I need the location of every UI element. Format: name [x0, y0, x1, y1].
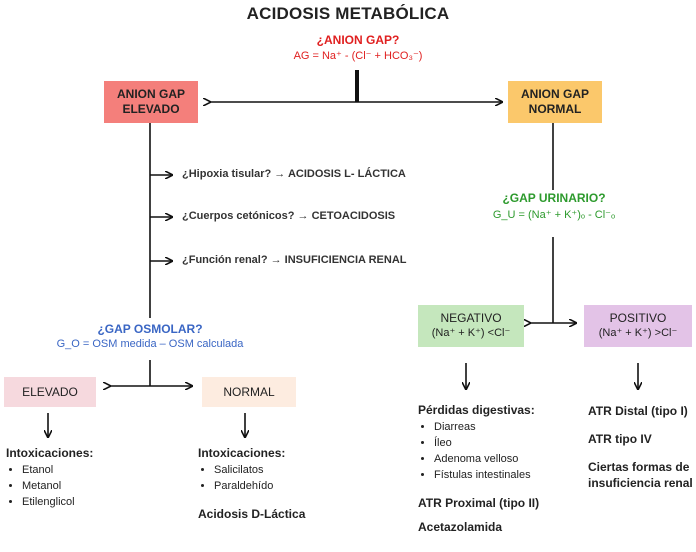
atr-distal: ATR Distal (tipo I) [588, 404, 688, 418]
question-cuerpos-cetonicos: ¿Cuerpos cetónicos? → CETOACIDOSIS [182, 210, 396, 222]
box-positivo: POSITIVO (Na⁺ + K⁺) >Cl⁻ [584, 305, 692, 347]
positivo-results: ATR Distal (tipo I) ATR tipo IV Ciertas … [588, 403, 694, 491]
intox-elevado-title: Intoxicaciones: [6, 446, 94, 460]
gap-osmolar-block: ¿GAP OSMOLAR? G_O = OSM medida – OSM cal… [40, 322, 260, 350]
list-item: Etilenglicol [22, 494, 146, 510]
list-item: Adenoma velloso [434, 451, 578, 467]
anion-gap-block: ¿ANION GAP? AG = Na⁺ - (Cl⁻ + HCO₃⁻) [248, 33, 468, 62]
intoxicaciones-elevado: Intoxicaciones: Etanol Metanol Etilengli… [6, 446, 146, 510]
negativo-label: NEGATIVO [440, 311, 502, 325]
list-item: Diarreas [434, 419, 578, 435]
intoxicaciones-normal: Intoxicaciones: Salicilatos Paraldehído … [198, 446, 348, 522]
gap-urinario-formula: G_U = (Na⁺ + K⁺)ₒ - Cl⁻ₒ [492, 209, 616, 221]
box-osm-normal: NORMAL [202, 377, 296, 407]
intox-normal-list: Salicilatos Paraldehído [198, 462, 348, 494]
intox-elevado-list: Etanol Metanol Etilenglicol [6, 462, 146, 510]
box-negativo: NEGATIVO (Na⁺ + K⁺) <Cl⁻ [418, 305, 524, 347]
list-item: Metanol [22, 478, 146, 494]
list-item: Íleo [434, 435, 578, 451]
list-item: Etanol [22, 462, 146, 478]
negativo-condition: (Na⁺ + K⁺) <Cl⁻ [431, 327, 511, 339]
gap-urinario-question: ¿GAP URINARIO? [502, 191, 606, 205]
diagram-title: ACIDOSIS METABÓLICA [246, 4, 450, 23]
question-funcion-renal: ¿Función renal? → INSUFICIENCIA RENAL [182, 254, 407, 266]
acidosis-d-lactica: Acidosis D-Láctica [198, 507, 306, 521]
perdidas-digestivas-title: Pérdidas digestivas: [418, 403, 535, 417]
positivo-label: POSITIVO [609, 311, 667, 325]
list-item: Salicilatos [214, 462, 348, 478]
box-osm-elevado: ELEVADO [4, 377, 96, 407]
box-anion-gap-normal: ANION GAP NORMAL [508, 81, 602, 123]
positivo-condition: (Na⁺ + K⁺) >Cl⁻ [598, 327, 678, 339]
atr-tipo-iv: ATR tipo IV [588, 432, 652, 446]
perdidas-digestivas-list: Diarreas Íleo Adenoma velloso Fístulas i… [418, 419, 578, 483]
box-anion-gap-elevado: ANION GAP ELEVADO [104, 81, 198, 123]
atr-proximal: ATR Proximal (tipo II) [418, 496, 540, 510]
list-item: Paraldehído [214, 478, 348, 494]
negativo-results: Pérdidas digestivas: Diarreas Íleo Adeno… [418, 403, 578, 535]
gap-osmolar-formula: G_O = OSM medida – OSM calculada [56, 338, 244, 350]
anion-gap-formula: AG = Na⁺ - (Cl⁻ + HCO₃⁻) [293, 50, 423, 62]
anion-gap-question: ¿ANION GAP? [316, 33, 400, 47]
question-hipoxia: ¿Hipoxia tisular? → ACIDOSIS L- LÁCTICA [182, 168, 406, 180]
ciertas-formas-insuficiencia-renal: Ciertas formas de insuficiencia renal [588, 460, 693, 490]
list-item: Fístulas intestinales [434, 467, 578, 483]
acetazolamida: Acetazolamida [418, 520, 503, 534]
gap-urinario-block: ¿GAP URINARIO? G_U = (Na⁺ + K⁺)ₒ - Cl⁻ₒ [478, 191, 630, 221]
gap-osmolar-question: ¿GAP OSMOLAR? [97, 322, 203, 336]
intox-normal-title: Intoxicaciones: [198, 446, 286, 460]
